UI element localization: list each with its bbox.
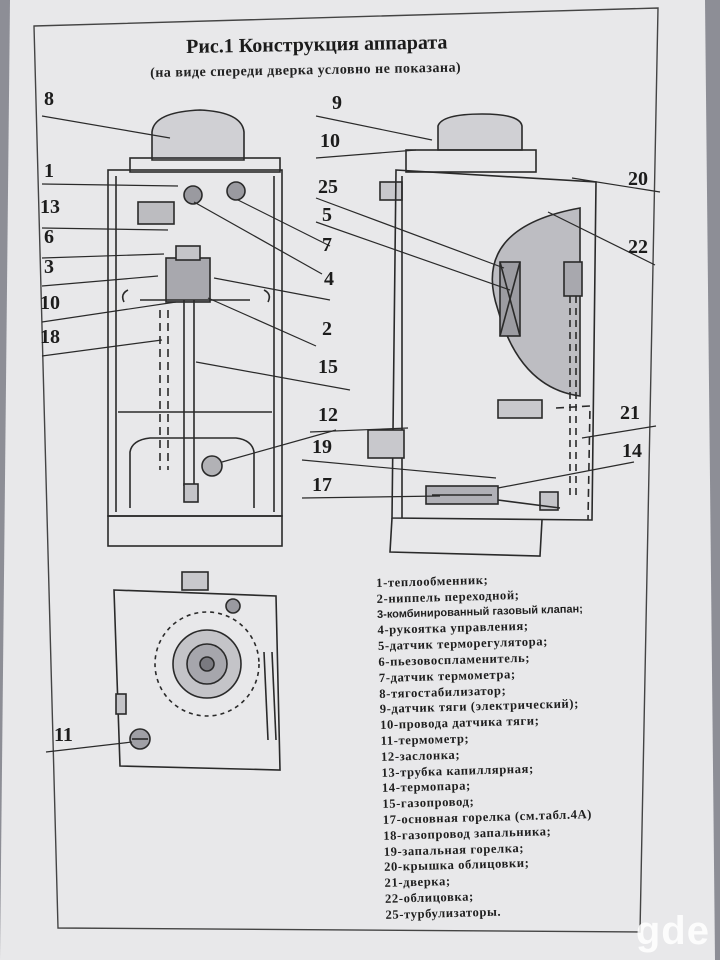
callout-14: 14 — [622, 440, 642, 462]
callout-5: 5 — [322, 204, 332, 226]
legend: 1-теплообменник; 2-ниппель переходной; 3… — [376, 570, 595, 923]
callout-18: 18 — [40, 326, 60, 348]
callout-4: 4 — [324, 268, 334, 290]
callout-20: 20 — [628, 168, 648, 190]
callout-11: 11 — [54, 724, 73, 746]
bottom-view — [113, 571, 281, 771]
callout-1: 1 — [44, 160, 54, 182]
side-view — [367, 113, 597, 557]
callout-22: 22 — [628, 236, 648, 258]
callout-13: 13 — [40, 196, 60, 218]
callout-8: 8 — [44, 88, 54, 110]
leader-lines — [41, 115, 661, 753]
callout-9: 9 — [332, 92, 342, 114]
callout-6: 6 — [44, 226, 54, 248]
callout-21: 21 — [620, 402, 640, 424]
watermark-logo: gde — [635, 909, 710, 953]
callout-19: 19 — [312, 436, 332, 458]
callout-10-front: 10 — [40, 292, 60, 314]
front-view — [107, 109, 283, 547]
callout-12: 12 — [318, 404, 338, 426]
callout-10-side: 10 — [320, 130, 340, 152]
callout-17: 17 — [312, 474, 332, 496]
page-title: Рис.1 Конструкция аппарата — [186, 31, 448, 58]
callout-2: 2 — [322, 318, 332, 340]
callout-3: 3 — [44, 256, 54, 278]
callout-15: 15 — [318, 356, 338, 378]
frame-border — [33, 7, 659, 933]
callout-25: 25 — [318, 176, 338, 198]
callout-7: 7 — [322, 234, 332, 256]
